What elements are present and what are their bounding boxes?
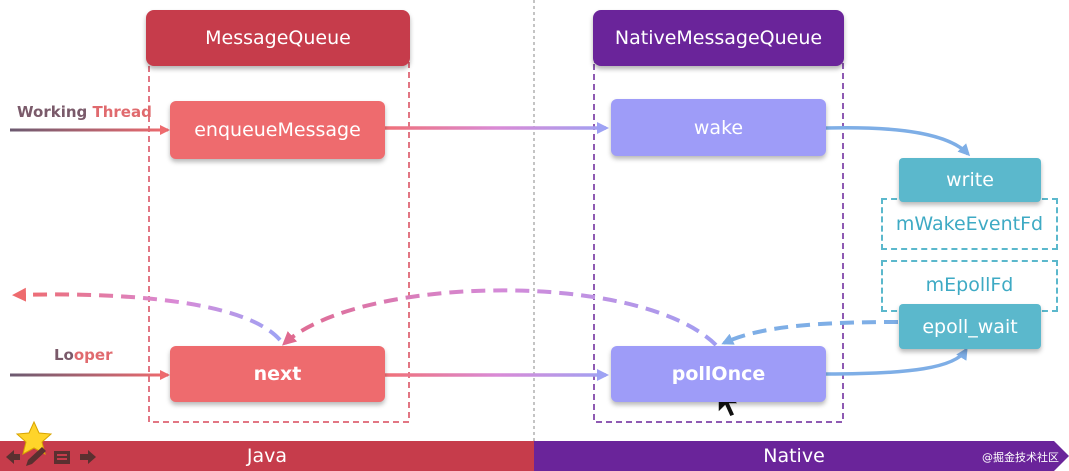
native-message-queue-header: NativeMessageQueue	[593, 10, 844, 66]
wake-event-fd-box: mWakeEventFd	[881, 198, 1058, 250]
slides-icon[interactable]	[54, 451, 70, 464]
watermark: @掘金技术社区	[982, 451, 1059, 464]
epoll-wait-node: epoll_wait	[899, 304, 1041, 349]
next-return-left-arrow	[12, 287, 282, 342]
arrow-right-icon[interactable]	[80, 450, 96, 464]
pen-icon[interactable]	[26, 447, 46, 466]
thread-word: Thread	[92, 103, 152, 121]
pollonce-to-next-return-arrow	[282, 288, 718, 347]
looper-label: Looper	[54, 346, 113, 364]
epoll-return-arrow	[721, 320, 899, 345]
wake-to-write-arrow	[825, 125, 971, 157]
working-thread-label: Working Thread	[17, 103, 152, 121]
write-node: write	[899, 158, 1041, 202]
arrow-left-icon[interactable]	[6, 450, 20, 464]
working-word: Working	[17, 103, 88, 121]
star-icon[interactable]	[15, 420, 53, 455]
slide-toolbar	[6, 420, 96, 466]
epoll-fd-box: mEpollFd	[881, 260, 1058, 312]
looper-prefix: Lo	[54, 346, 74, 364]
pollonce-to-epoll-arrow	[825, 347, 968, 376]
native-bar-arrowhead	[1054, 441, 1069, 471]
looper-suffix: oper	[73, 346, 113, 364]
wake-node: wake	[611, 99, 826, 156]
enqueue-message-node: enqueueMessage	[170, 101, 385, 159]
poll-once-node: pollOnce	[611, 346, 826, 402]
next-node: next	[170, 346, 385, 402]
message-queue-header: MessageQueue	[146, 10, 410, 66]
native-bar: Native	[534, 441, 1054, 471]
